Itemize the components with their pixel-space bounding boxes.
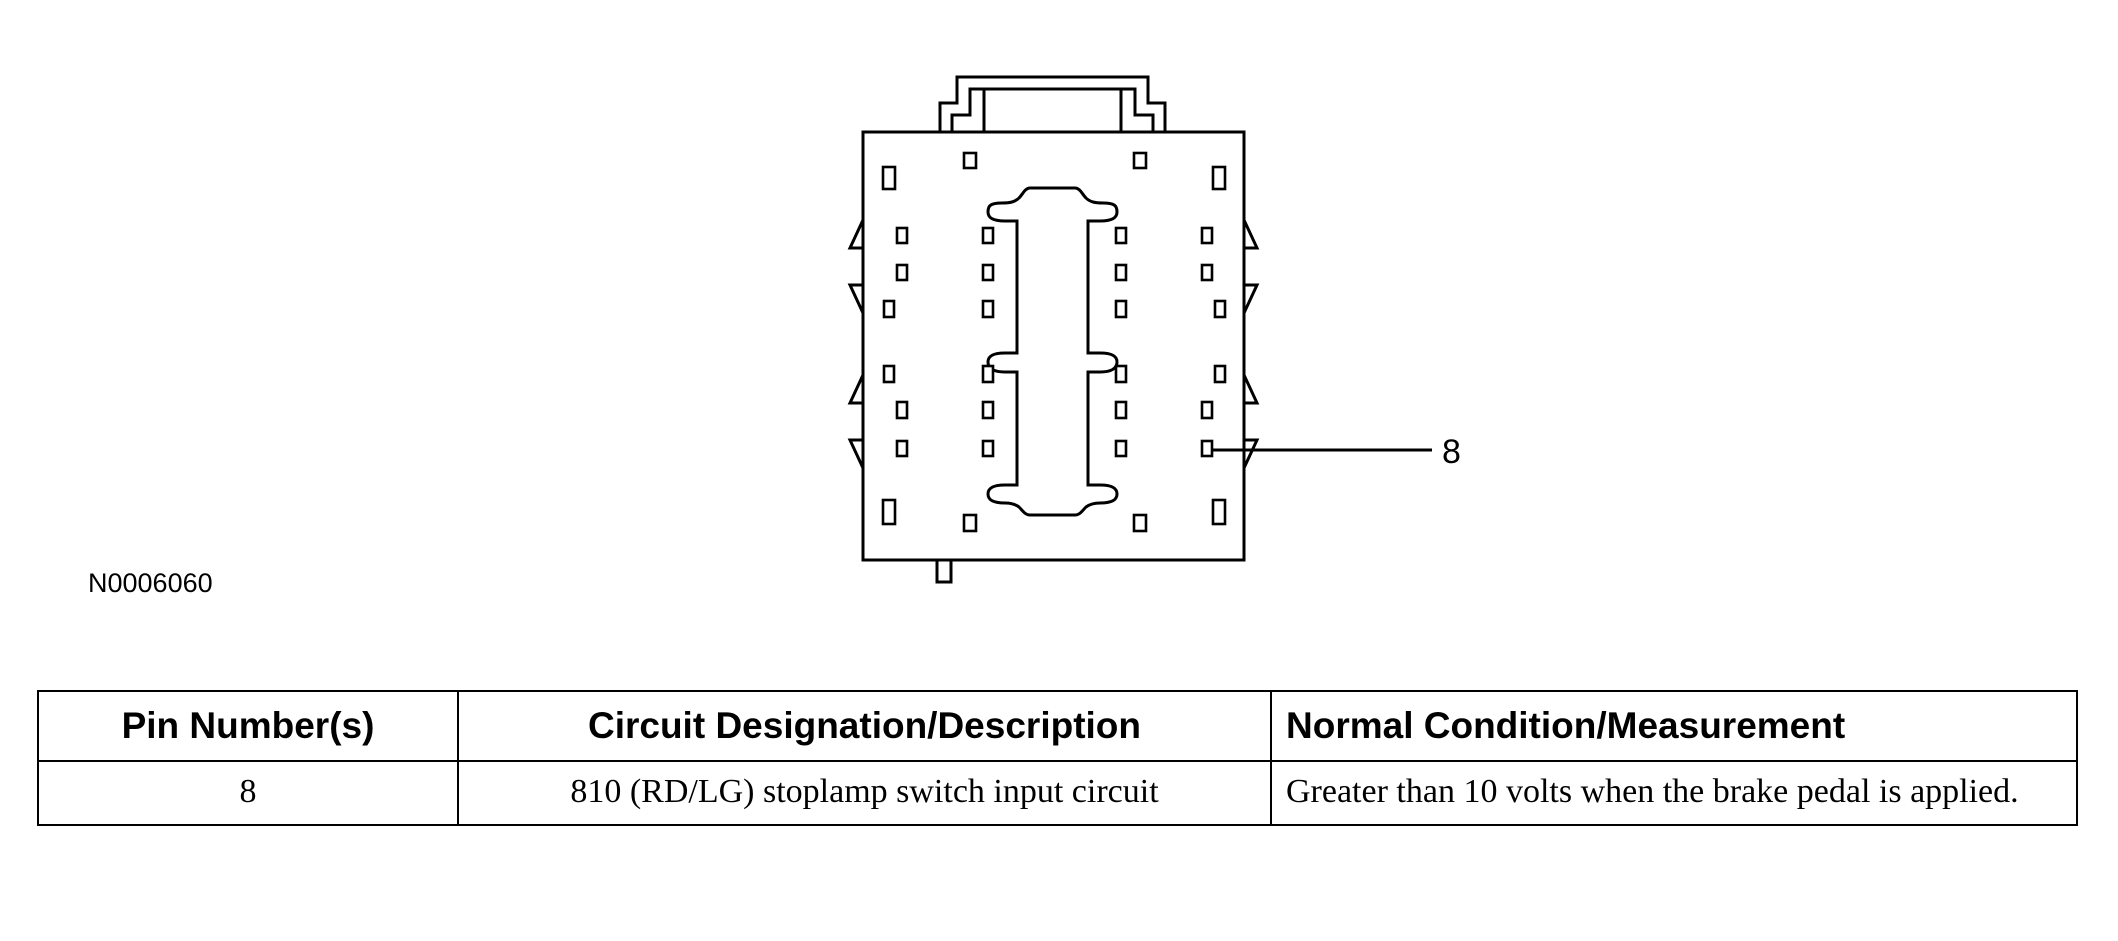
cavity: [1200, 263, 1214, 282]
cell-circuit: 810 (RD/LG) stoplamp switch input circui…: [457, 760, 1272, 826]
cavity: [895, 226, 909, 245]
cavity: [895, 439, 909, 458]
cell-condition: Greater than 10 volts when the brake ped…: [1270, 760, 2078, 826]
connector-right-ramp-1: [1242, 219, 1260, 250]
header-circuit-designation: Circuit Designation/Description: [457, 690, 1272, 762]
cavity: [895, 400, 909, 420]
connector-left-ramp-1: [847, 219, 865, 250]
cavity: [981, 299, 995, 319]
connector-top-tab-inner: [950, 87, 1155, 132]
cavity: [882, 299, 896, 319]
connector-center-boss: [986, 186, 1119, 517]
cavity: [1114, 263, 1128, 282]
cavity: [1114, 439, 1128, 458]
cavity: [895, 263, 909, 282]
cavity: [962, 151, 978, 170]
cell-pin: 8: [37, 760, 459, 826]
connector-right-ramp-3: [1242, 374, 1260, 405]
connector-left-ramp-3: [847, 374, 865, 405]
pin-8-callout-label: 8: [1442, 433, 1461, 471]
connector-body: [861, 130, 1246, 562]
cavity: [962, 513, 978, 533]
cavity: [981, 400, 995, 420]
connector-bottom-key: [935, 558, 953, 584]
table-header-row: Pin Number(s) Circuit Designation/Descri…: [37, 690, 2078, 762]
connector-right-ramp-2: [1242, 283, 1260, 314]
cavity-pin-8: [1200, 439, 1214, 458]
cavity: [1200, 400, 1214, 420]
cavity: [981, 226, 995, 245]
connector-left-ramp-4: [847, 438, 865, 469]
cavity: [981, 364, 995, 384]
cavity: [1114, 299, 1128, 319]
connector-top-latch: [982, 87, 1123, 134]
cavity: [1114, 364, 1128, 384]
cavity: [1211, 165, 1227, 191]
cavity: [981, 263, 995, 282]
cavity: [881, 165, 897, 191]
cavity: [1213, 364, 1227, 384]
cavity: [1213, 299, 1227, 319]
cavity: [1114, 226, 1128, 245]
connector-top-tab: [938, 75, 1167, 132]
cavity: [1114, 400, 1128, 420]
connector-right-ramp-4: [1242, 438, 1260, 469]
cavity: [1200, 226, 1214, 245]
connector-diagram: 8: [847, 75, 1461, 584]
pin-table: Pin Number(s) Circuit Designation/Descri…: [37, 690, 2078, 826]
connector-left-ramp-2: [847, 283, 865, 314]
cavity: [1132, 151, 1148, 170]
header-normal-condition: Normal Condition/Measurement: [1270, 690, 2078, 762]
cavity: [1211, 498, 1227, 526]
figure-id: N0006060: [88, 568, 213, 598]
header-pin-number: Pin Number(s): [37, 690, 459, 762]
table-row: 8 810 (RD/LG) stoplamp switch input circ…: [37, 760, 2078, 826]
connector-face-svg: 8: [847, 75, 1461, 584]
cavity: [1132, 513, 1148, 533]
cavity: [981, 439, 995, 458]
cavity: [881, 498, 897, 526]
cavity: [882, 364, 896, 384]
